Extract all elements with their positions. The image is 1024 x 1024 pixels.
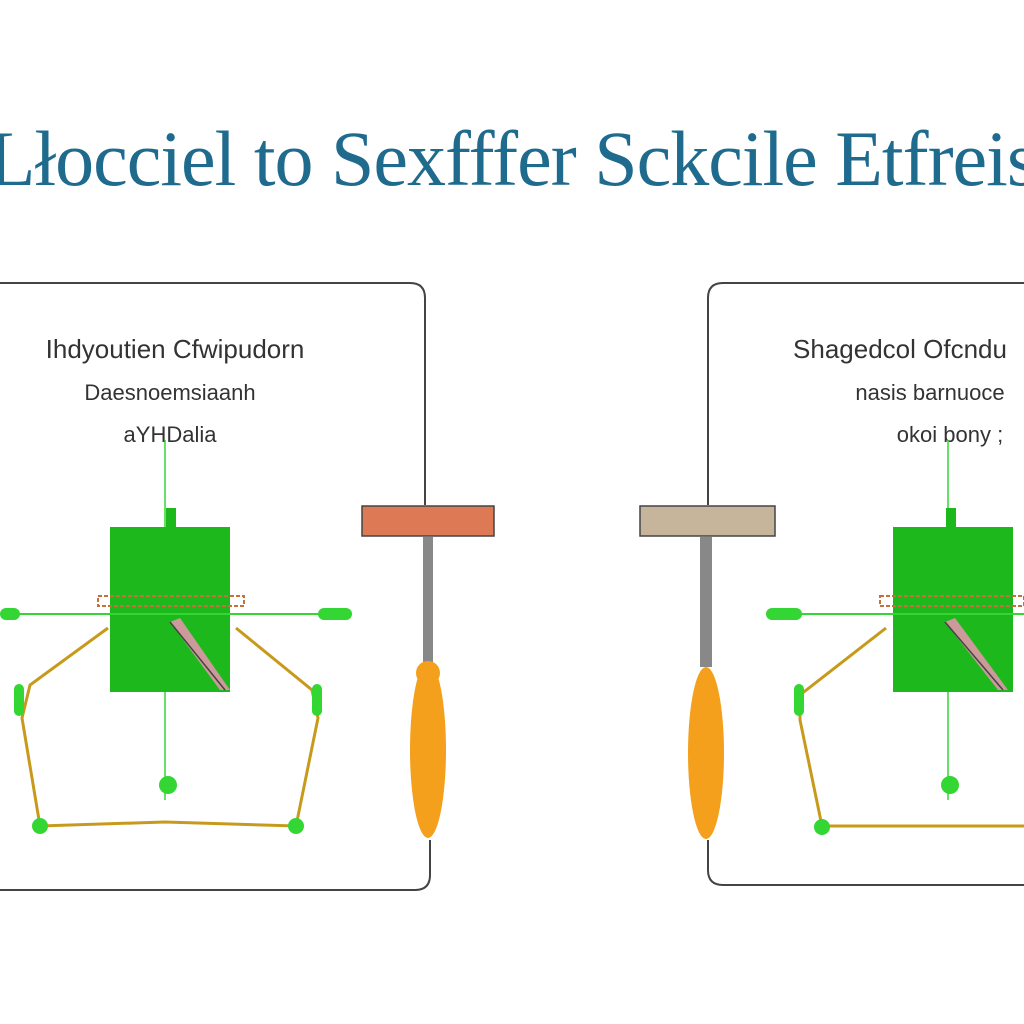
left-terminal-right	[318, 608, 352, 620]
left-screwdriver-head	[361, 505, 495, 537]
right-node-center	[941, 776, 959, 794]
left-blade	[170, 618, 230, 690]
left-panel-frame-bottom	[0, 840, 431, 891]
left-panel-line1: Ihdyoutien Cfwipudorn	[46, 334, 305, 364]
left-panel-line3: aYHDalia	[124, 422, 218, 447]
right-terminal-left	[766, 608, 802, 620]
right-contact-bar	[879, 595, 1024, 607]
left-node-center	[159, 776, 177, 794]
right-screwdriver-icon	[639, 505, 776, 839]
left-screwdriver-handle	[410, 662, 446, 838]
right-panel: Shagedcol Ofcndu nasis barnuoce okoi bon…	[707, 282, 1024, 886]
left-node-bottom-right	[288, 818, 304, 834]
left-panel-frame	[0, 282, 426, 505]
left-contact-bar	[97, 595, 245, 607]
right-panel-line3: okoi bony ;	[897, 422, 1003, 447]
right-panel-frame-bottom	[707, 840, 1024, 886]
left-screwdriver-icon	[361, 505, 495, 838]
right-top-tab	[946, 508, 956, 548]
right-wire	[798, 626, 1024, 828]
left-terminal-left	[0, 608, 20, 620]
right-panel-line2: nasis barnuoce	[855, 380, 1004, 405]
right-panel-frame	[707, 282, 1024, 505]
left-node-left	[14, 684, 24, 716]
left-switch-schematic	[0, 440, 352, 834]
right-blade-edge	[944, 621, 1004, 691]
left-screwdriver-knob	[416, 661, 440, 685]
right-screwdriver-shaft	[700, 537, 712, 667]
right-switch-schematic	[766, 440, 1024, 835]
left-node-bottom-left	[32, 818, 48, 834]
left-top-tab	[166, 508, 176, 548]
page-title: Lłocciel to Sexfffer Sckcile Etfreis	[0, 115, 1024, 202]
right-green-block	[893, 527, 1013, 692]
left-panel: Ihdyoutien Cfwipudorn Daesnoemsiaanh aYH…	[0, 282, 431, 891]
right-screwdriver-handle	[688, 667, 724, 839]
right-panel-line1: Shagedcol Ofcndu	[793, 334, 1007, 364]
right-node-bottom-left	[814, 819, 830, 835]
left-node-right	[312, 684, 322, 716]
left-blade-edge	[169, 621, 226, 691]
left-screwdriver-shaft	[423, 537, 433, 667]
right-node-left	[794, 684, 804, 716]
right-blade	[945, 618, 1008, 690]
left-panel-line2: Daesnoemsiaanh	[84, 380, 255, 405]
right-screwdriver-head	[639, 505, 776, 537]
